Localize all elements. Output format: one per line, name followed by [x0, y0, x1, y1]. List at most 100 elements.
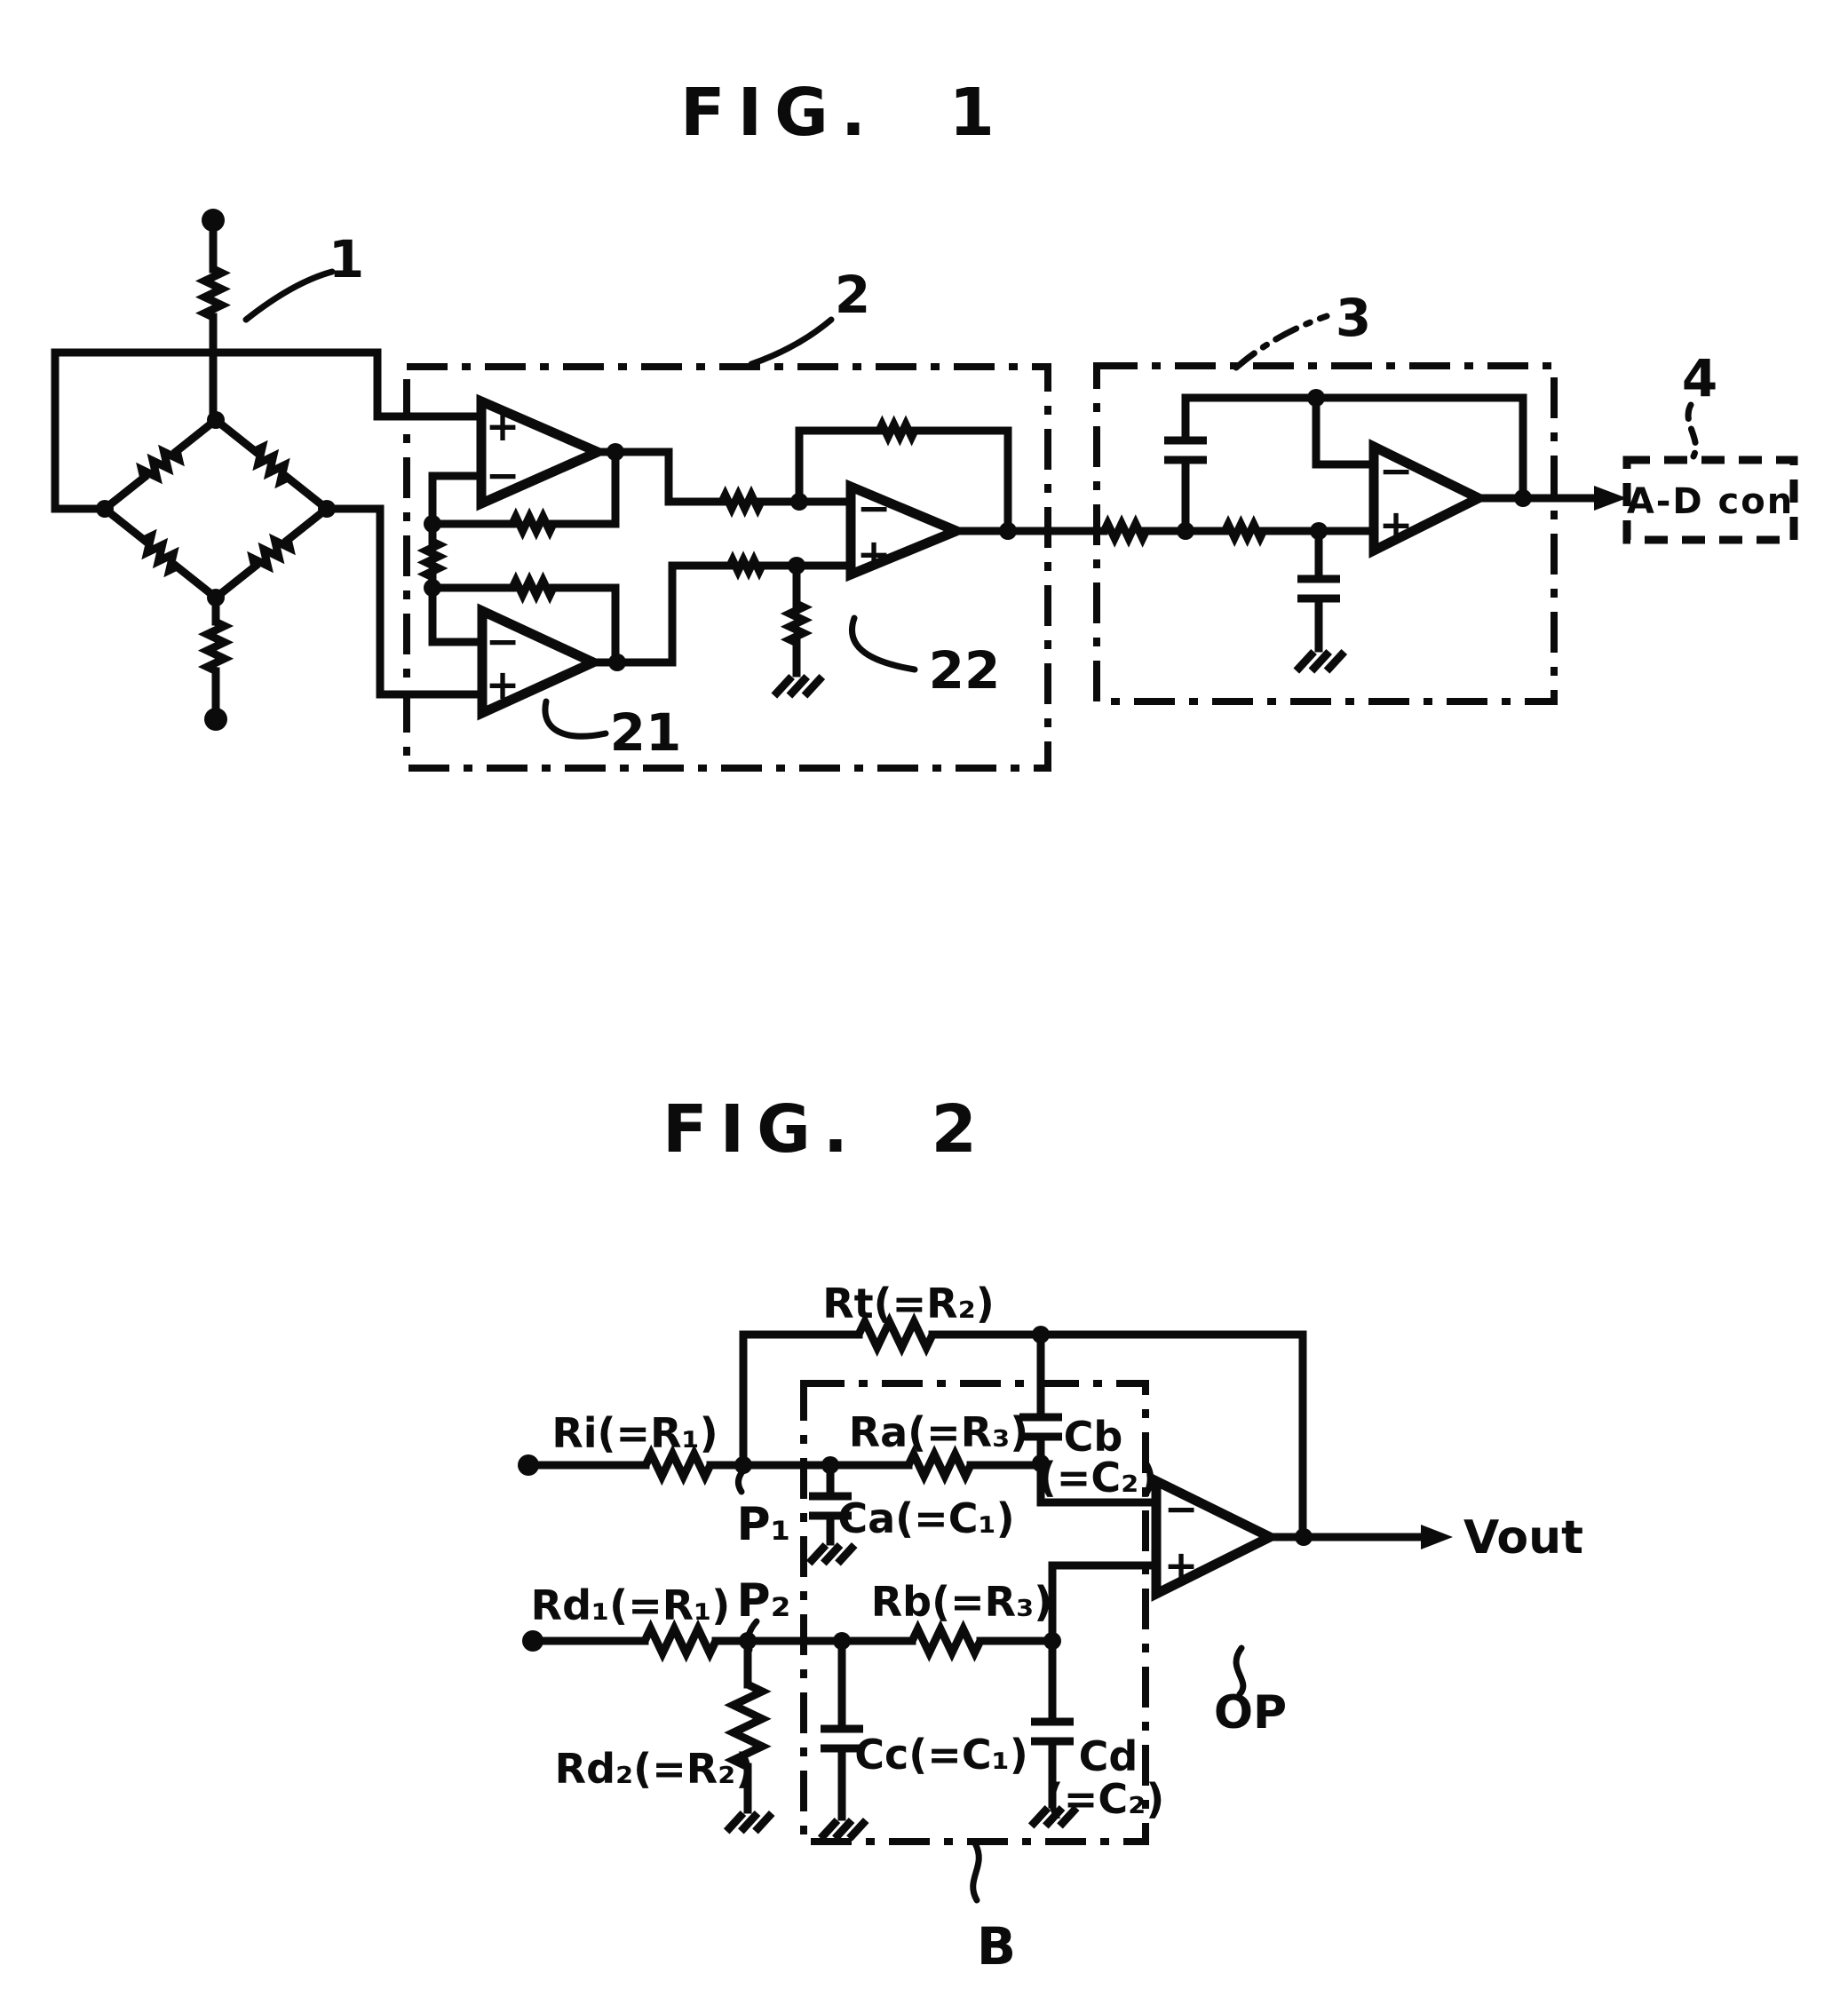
resistor — [204, 269, 221, 317]
ref-label-amp-block: 2 — [835, 265, 870, 325]
wire — [373, 348, 486, 421]
wire — [1036, 1459, 1161, 1507]
opamp-22 — [845, 479, 970, 582]
junction-dot — [207, 411, 225, 429]
wire — [428, 471, 486, 528]
label-rb: Rb(=R₃) — [871, 1578, 1053, 1626]
ground-icon — [1297, 652, 1344, 671]
minus-input-icon: − — [857, 484, 892, 532]
wire — [549, 583, 620, 667]
wire — [1048, 1561, 1161, 1645]
resistor — [426, 542, 439, 577]
minus-input-icon: − — [1164, 1485, 1199, 1533]
resistor — [646, 1454, 710, 1476]
instrumentation-amp-block: 2 + − − + — [403, 265, 1108, 772]
ref-label-bridge: 1 — [329, 229, 364, 289]
leader-line — [849, 614, 918, 673]
resistor — [722, 495, 761, 508]
resistor — [1225, 524, 1263, 537]
resistor — [1104, 524, 1146, 539]
label-p2: P₂ — [737, 1574, 791, 1628]
terminal-dot — [202, 209, 225, 232]
wire — [739, 1330, 863, 1470]
resistor — [730, 560, 762, 572]
wire — [51, 348, 382, 513]
wire — [322, 504, 486, 699]
plus-input-icon: + — [1164, 1541, 1199, 1589]
label-cb: Cb — [1064, 1413, 1123, 1461]
ref-label-filter: 3 — [1336, 288, 1371, 348]
wire — [1312, 393, 1378, 469]
ground-icon — [809, 1545, 854, 1563]
label-block-b: B — [977, 1916, 1016, 1977]
bridge-circuit: 1 — [51, 209, 486, 731]
opamp-op — [1151, 1473, 1281, 1602]
leader-line — [1233, 313, 1330, 371]
wire — [910, 426, 1012, 535]
label-ca: Ca(=C₁) — [837, 1494, 1014, 1542]
label-vout: Vout — [1463, 1511, 1583, 1565]
minus-input-icon: − — [1379, 447, 1414, 495]
adc-block: A-D con 4 — [1622, 348, 1798, 544]
junction-dot — [96, 500, 114, 518]
label-cd: Cd — [1079, 1732, 1138, 1780]
plus-input-icon: + — [1379, 501, 1414, 549]
arrowhead-icon — [1421, 1525, 1453, 1549]
wire — [428, 583, 487, 646]
wire — [593, 448, 726, 506]
label-op: OP — [1214, 1686, 1287, 1739]
resistor — [207, 622, 224, 670]
resistor — [879, 424, 915, 437]
leader-line — [970, 1840, 982, 1904]
plus-input-icon: + — [486, 661, 520, 709]
figure-1: FIG. 1 — [51, 75, 1798, 772]
plus-input-icon: + — [486, 402, 520, 450]
ground-icon — [821, 1820, 866, 1838]
low-pass-filter-circuit: Ri(=R₁) Rt(=R₂) Cb (=C₂) Ra(=R₃) — [518, 1280, 1583, 1977]
minus-input-icon: − — [486, 617, 520, 665]
figure-2: FIG. 2 Ri(=R₁) Rt(=R₂) Cb (=C₂) — [518, 1091, 1583, 1977]
opamp-21-top — [476, 393, 610, 511]
figure-1-title: FIG. 1 — [680, 75, 1007, 151]
adc-box-label: A-D con — [1627, 481, 1794, 522]
label-rd2: Rd₂(=R₂) — [555, 1745, 755, 1793]
leader-line — [542, 698, 609, 740]
ref-label-22: 22 — [929, 640, 1001, 701]
leader-line — [735, 1467, 747, 1495]
resistor — [512, 581, 553, 595]
label-p1: P₁ — [737, 1498, 791, 1551]
junction-dot — [1514, 489, 1532, 507]
resistor — [908, 1454, 971, 1477]
plus-input-icon: + — [857, 530, 892, 578]
resistor — [250, 445, 293, 483]
filter-block: 3 − + — [1093, 288, 1627, 705]
opamp-21-bottom — [477, 603, 606, 721]
wire — [589, 561, 735, 667]
resistor — [912, 1629, 980, 1653]
resistor — [789, 604, 803, 643]
wire — [795, 426, 884, 506]
leader-line — [242, 268, 336, 323]
ref-label-adc: 4 — [1682, 348, 1717, 408]
figure-2-title: FIG. 2 — [662, 1091, 989, 1168]
ref-label-21: 21 — [610, 702, 682, 763]
label-cb-eq: (=C₂) — [1038, 1454, 1158, 1502]
terminal-dot — [204, 708, 227, 731]
leader-line — [748, 316, 835, 368]
minus-input-icon: − — [486, 451, 520, 499]
junction-dot — [1295, 1528, 1313, 1546]
wire — [928, 1330, 1307, 1541]
junction-dot — [999, 522, 1017, 540]
block-2-boundary — [403, 363, 1051, 772]
resistor — [139, 534, 182, 572]
junction-dot — [608, 654, 626, 671]
ground-icon — [726, 1813, 772, 1831]
leader-line — [1685, 401, 1699, 460]
resistor — [512, 517, 553, 531]
opamp-filter — [1368, 439, 1490, 559]
resistor — [645, 1628, 716, 1653]
wire — [549, 448, 620, 528]
label-cc: Cc(=C₁) — [854, 1731, 1028, 1779]
label-ri: Ri(=R₁) — [551, 1409, 718, 1457]
